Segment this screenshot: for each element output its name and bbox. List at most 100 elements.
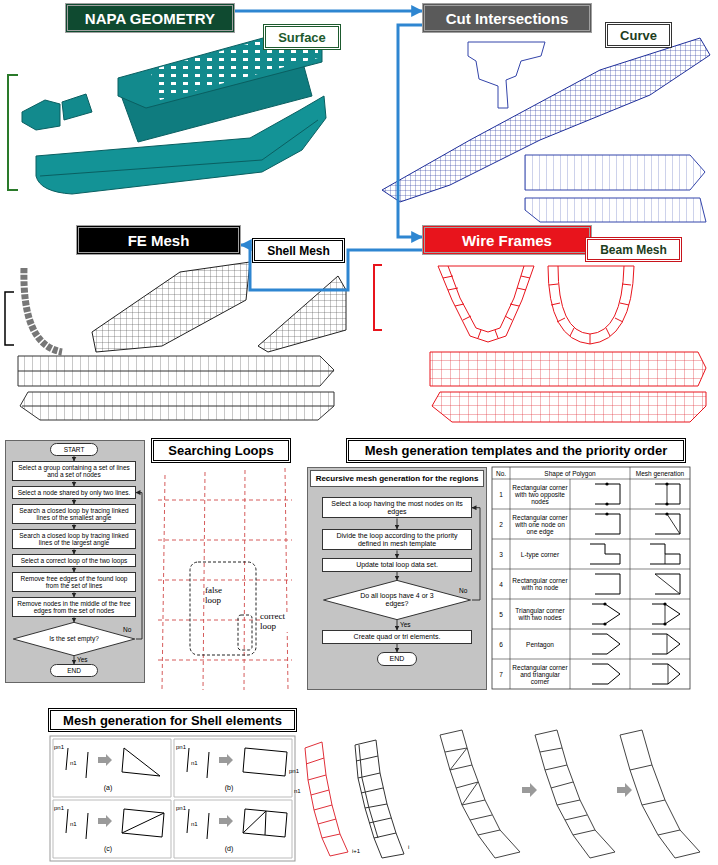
process-box: Search a closed loop by tracing linked l…	[12, 529, 136, 549]
table-cell: Rectangular corner and triangular corner	[511, 664, 569, 685]
stage-tag: Surface	[263, 24, 341, 50]
flow-arrow	[397, 572, 398, 580]
terminal-box: START	[50, 443, 98, 456]
terminal-box: END	[377, 652, 417, 666]
table-cell: 1	[492, 491, 510, 498]
step-arrows	[98, 754, 233, 827]
mesh-strip	[440, 730, 520, 858]
node-label: pn1	[176, 744, 189, 751]
table-cell: 3	[492, 551, 510, 558]
mesh-divisions	[655, 484, 680, 684]
node-text: NAPA GEOMETRY	[85, 10, 215, 27]
shell-section	[24, 268, 62, 352]
node-label: n1	[70, 821, 82, 828]
node-text: Cut Intersections	[446, 10, 569, 27]
table-frame	[492, 467, 690, 689]
cut-intersections-figure	[382, 38, 710, 222]
panel-heading: Recursive mesh generation for the region…	[310, 470, 484, 487]
process-box: Create quad or tri elements.	[322, 630, 472, 644]
process-box: Divide the loop according to the priorit…	[322, 529, 472, 550]
table-cell: 2	[492, 521, 510, 528]
table-cell: 7	[492, 671, 510, 678]
stage-title: NAPA GEOMETRY	[65, 3, 235, 33]
panel-letter: (a)	[98, 784, 118, 792]
flowchart-panel: Recursive mesh generation for the region…	[307, 467, 487, 690]
table-header: Mesh generation	[630, 470, 690, 477]
hull-curve-mesh	[382, 38, 710, 202]
beam-section	[438, 266, 534, 342]
mesh-sequence	[440, 730, 700, 858]
node-text: START	[64, 446, 85, 453]
stage-tag: Beam Mesh	[585, 237, 682, 262]
section-title: Mesh generation for Shell elements	[48, 708, 297, 732]
flow-arrow	[136, 493, 142, 639]
node-dot	[663, 602, 666, 605]
node-label: pn1	[54, 744, 67, 751]
panel-letter: (b)	[219, 784, 239, 792]
section-curve	[468, 42, 545, 108]
diamond-shape	[324, 580, 471, 619]
node-text: Create quad or tri elements.	[354, 633, 441, 641]
node-dot	[605, 512, 608, 515]
stage-arrow	[398, 25, 422, 237]
stage-tag: Curve	[605, 22, 672, 48]
beam-section	[548, 266, 634, 344]
table-cell: 5	[492, 611, 510, 618]
figure-frame	[50, 736, 295, 861]
flow-arrow	[472, 508, 480, 600]
table-cell: Pentagon	[511, 641, 569, 648]
black-bracket	[5, 292, 14, 345]
decision-diamond: Is the set empty?	[12, 622, 136, 656]
hull-line	[40, 120, 318, 176]
napa-geometry-figure	[8, 30, 326, 194]
shell-deck-mesh	[18, 356, 334, 386]
node-dot	[603, 602, 606, 605]
stage-tag: Shell Mesh	[252, 238, 345, 263]
node-text: Search a closed loop by tracing linked l…	[16, 532, 132, 546]
stage-title: Wire Frames	[422, 225, 592, 255]
node-text: FE Mesh	[128, 232, 190, 249]
node-text: Curve	[620, 28, 657, 43]
node-dot	[663, 622, 666, 625]
table-cell: 6	[492, 641, 510, 648]
node-dot	[665, 512, 668, 515]
node-text: Searching Loops	[168, 443, 273, 458]
node-label: n1	[70, 760, 82, 767]
deck-curve	[525, 155, 705, 190]
shell-hull-mesh	[258, 276, 346, 352]
green-bracket	[8, 75, 18, 190]
node-label: pn1	[289, 768, 303, 775]
hull-surface	[36, 96, 326, 194]
node-dot	[603, 622, 606, 625]
index-label: i	[408, 844, 416, 851]
table-header: No.	[492, 470, 510, 477]
node-dot	[665, 502, 668, 505]
shell-strip	[355, 740, 404, 858]
edge-label: No	[459, 587, 467, 594]
correct-loop	[238, 615, 252, 650]
table-grid	[492, 467, 690, 689]
shell-profile-mesh	[20, 392, 334, 420]
beam-deck	[430, 352, 706, 386]
flow-arrow	[397, 620, 398, 630]
node-label: pn1	[176, 805, 189, 812]
beam-profile	[432, 392, 706, 422]
table-cell: L-type corner	[511, 551, 569, 558]
element-results	[122, 748, 287, 837]
hull-part	[22, 94, 92, 130]
loop-label: false loop	[205, 586, 239, 606]
process-box: Search a closed loop by tracing linked l…	[12, 504, 136, 524]
template-nodes	[603, 482, 668, 625]
template-table	[492, 467, 690, 689]
node-text: Mesh generation templates and the priori…	[365, 443, 668, 458]
node-text: Update total loop data set.	[356, 561, 438, 569]
flow-arrow	[74, 656, 75, 664]
panel-letter: (d)	[219, 845, 239, 853]
node-dot	[605, 482, 608, 485]
node-text: Do all loops have 4 or 3 edges?	[355, 592, 439, 607]
process-box: Update total loop data set.	[322, 558, 472, 572]
node-text: Select a loop having the most nodes on i…	[326, 500, 468, 515]
node-text: Shell Mesh	[267, 244, 330, 258]
